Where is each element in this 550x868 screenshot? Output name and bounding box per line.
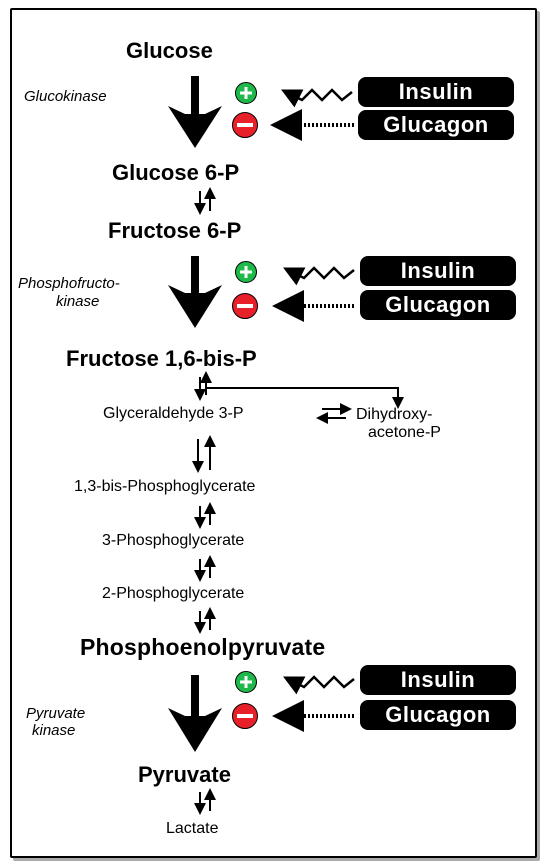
metabolite-2-phosphoglycerate: 2-Phosphoglycerate — [102, 585, 245, 602]
reversible-arrow-3pg-2pg — [194, 555, 216, 582]
plus-sign-icon — [240, 676, 252, 688]
reversible-arrow-f16bp-split — [194, 371, 404, 409]
phosphofructokinase-arrow — [168, 256, 222, 328]
metabolite-3-phosphoglycerate: 3-Phosphoglycerate — [102, 532, 245, 549]
metabolite-glucose: Glucose — [126, 38, 213, 63]
minus-sign-icon — [237, 714, 253, 718]
enzyme-phosphofructokinase-line1: Phosphofructo- — [18, 275, 120, 292]
reversible-arrow-13bpg-3pg — [194, 502, 216, 529]
metabolite-fructose-6-phosphate: Fructose 6-P — [108, 218, 242, 243]
plus-sign-icon — [240, 266, 252, 278]
enzyme-phosphofructokinase-line2: kinase — [56, 293, 100, 310]
metabolite-1-3-bisphosphoglycerate: 1,3-bis-Phosphoglycerate — [74, 478, 256, 495]
activation-plus-icon — [235, 671, 257, 693]
plus-sign-icon — [240, 87, 252, 99]
insulin-label: Insulin — [360, 256, 516, 286]
reversible-arrow-ga3p-dhap — [316, 403, 352, 424]
reversible-arrow-pyruvate-lactate — [194, 788, 216, 815]
inhibition-minus-icon — [232, 293, 258, 319]
reversible-arrow-2pg-pep — [194, 607, 216, 634]
pyruvate-kinase-arrow — [168, 675, 222, 752]
insulin-label: Insulin — [360, 665, 516, 695]
metabolite-phosphoenolpyruvate: Phosphoenolpyruvate — [80, 634, 326, 660]
reversible-arrow-ga3p-13bpg — [192, 435, 216, 473]
metabolite-dihydroxyacetone-phosphate-line2: acetone-P — [368, 424, 441, 441]
inhibition-minus-icon — [232, 112, 258, 138]
metabolite-dihydroxyacetone-phosphate-line1: Dihydroxy- — [356, 406, 433, 423]
insulin-zigzag-arrow-1 — [281, 88, 353, 108]
minus-sign-icon — [237, 123, 253, 127]
metabolite-pyruvate: Pyruvate — [138, 762, 231, 787]
glucagon-label: Glucagon — [360, 290, 516, 320]
activation-plus-icon — [235, 261, 257, 283]
insulin-label: Insulin — [358, 77, 514, 107]
diagram-frame — [10, 8, 537, 858]
glucagon-label: Glucagon — [358, 110, 514, 140]
metabolite-lactate: Lactate — [166, 820, 219, 837]
enzyme-pyruvate-kinase-line2: kinase — [32, 722, 76, 739]
enzyme-glucokinase: Glucokinase — [24, 88, 107, 105]
metabolite-fructose-1-6-bisphosphate: Fructose 1,6-bis-P — [66, 346, 257, 371]
insulin-zigzag-arrow-2 — [283, 266, 355, 286]
reversible-arrow-g6p-f6p — [194, 187, 216, 215]
metabolite-glucose-6-phosphate: Glucose 6-P — [112, 160, 240, 185]
inhibition-minus-icon — [232, 703, 258, 729]
glucokinase-arrow — [168, 76, 222, 148]
activation-plus-icon — [235, 82, 257, 104]
minus-sign-icon — [237, 304, 253, 308]
insulin-zigzag-arrow-3 — [283, 675, 355, 695]
enzyme-pyruvate-kinase-line1: Pyruvate — [26, 705, 86, 722]
metabolite-glyceraldehyde-3-phosphate: Glyceraldehyde 3-P — [103, 405, 244, 422]
glucagon-label: Glucagon — [360, 700, 516, 730]
